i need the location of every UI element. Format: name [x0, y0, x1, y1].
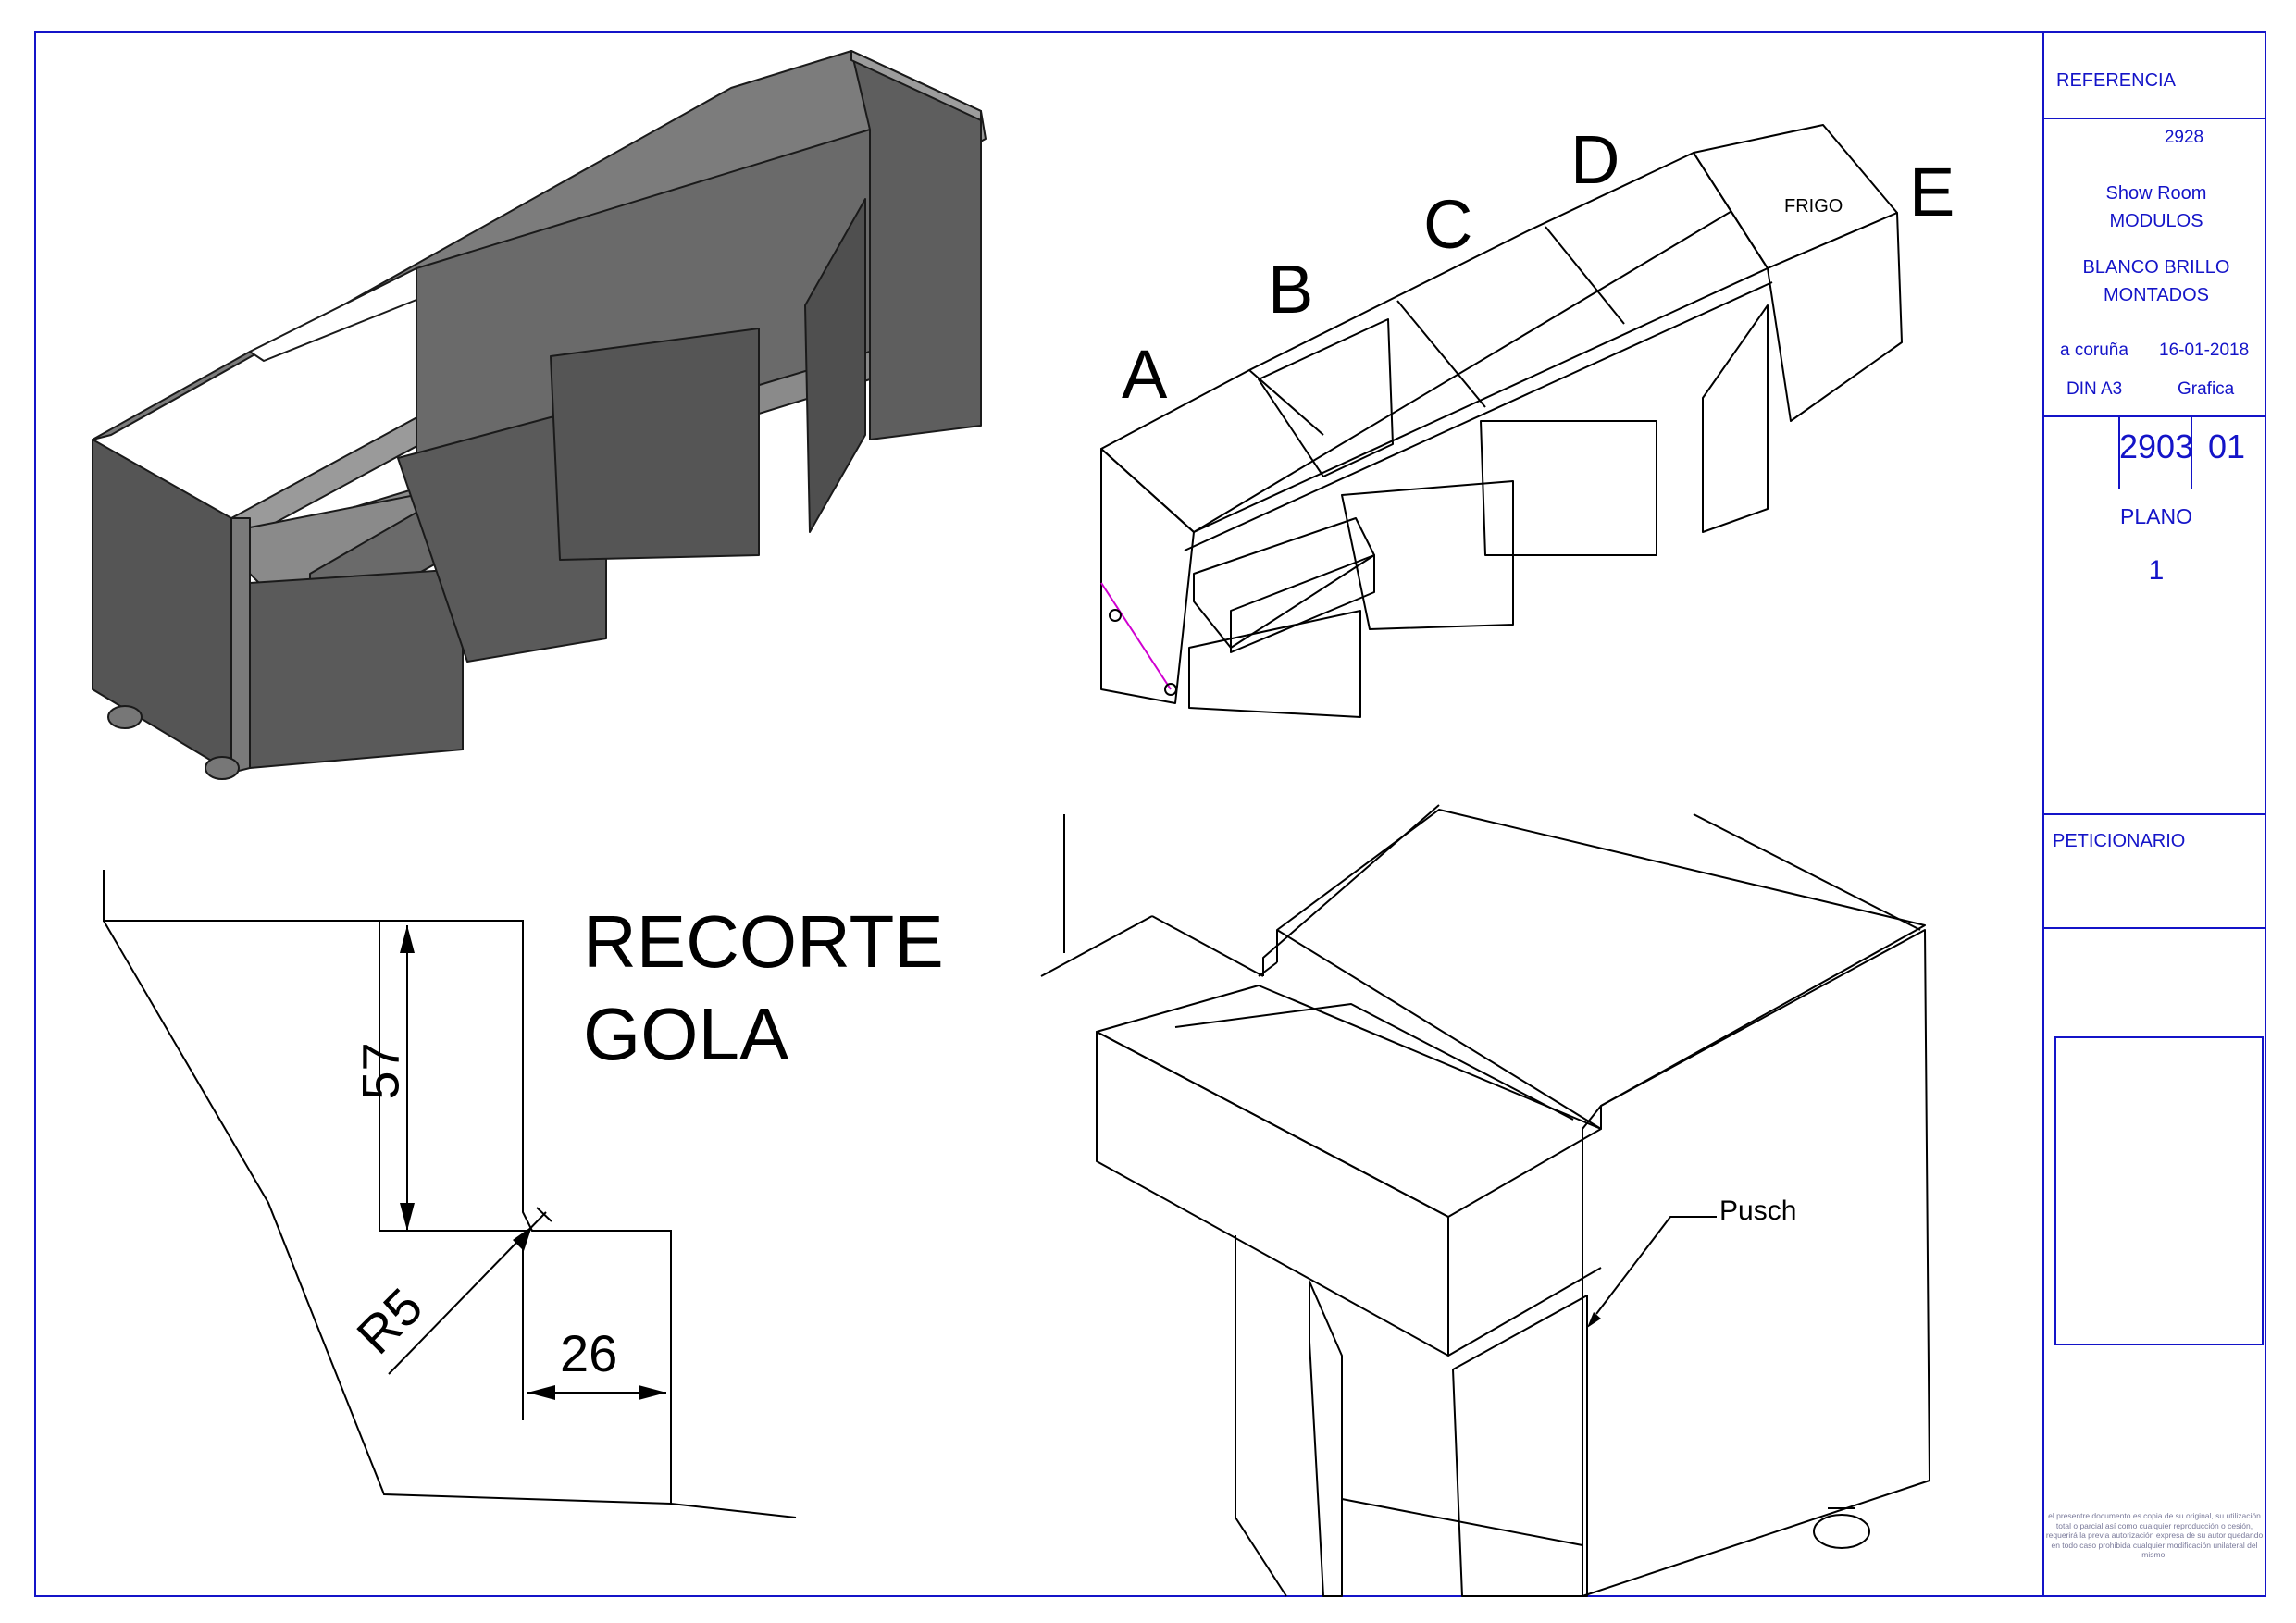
drawer-detail-view: [1040, 804, 1930, 1597]
project-line-1: Show Room: [2105, 183, 2207, 204]
peticionario-label: PETICIONARIO: [2053, 831, 2186, 851]
sheet-frame: [34, 31, 2266, 1597]
module-label-c: C: [1423, 186, 1473, 263]
module-label-a: A: [1122, 336, 1168, 413]
detail-title-line-1: RECORTE: [583, 900, 944, 983]
line-iso-cabinet-view: [1100, 124, 1903, 718]
dimension-width: 26: [560, 1324, 618, 1382]
plano-label: PLANO: [2120, 504, 2192, 528]
referencia-label: REFERENCIA: [2056, 70, 2176, 91]
module-label-b: B: [1268, 251, 1314, 328]
format: DIN A3: [2066, 379, 2123, 399]
project-line-2: MODULOS: [2109, 211, 2203, 231]
location: a coruña: [2060, 341, 2128, 360]
module-label-d: D: [1570, 121, 1620, 198]
pusch-callout: Pusch: [1719, 1196, 1797, 1226]
frigo-label: FRIGO: [1784, 196, 1843, 217]
finish-line-1: BLANCO BRILLO: [2082, 257, 2230, 278]
shaded-iso-cabinet-view: [92, 50, 987, 780]
module-label-e: E: [1909, 154, 1955, 230]
drawing-number: 2903: [2119, 427, 2194, 465]
date: 16-01-2018: [2159, 341, 2250, 360]
detail-title-line-2: GOLA: [583, 993, 789, 1075]
company: Grafica: [2178, 379, 2235, 399]
recorte-gola-profile: [103, 870, 797, 1518]
finish-line-2: MONTADOS: [2103, 285, 2210, 305]
dimension-height: 57: [351, 1042, 410, 1100]
revision: 01: [2208, 427, 2246, 465]
plano-number: 1: [2148, 555, 2165, 586]
reference-number: 2928: [2164, 128, 2204, 147]
legal-note: el presentre documento es copia de su or…: [2045, 1511, 2264, 1559]
